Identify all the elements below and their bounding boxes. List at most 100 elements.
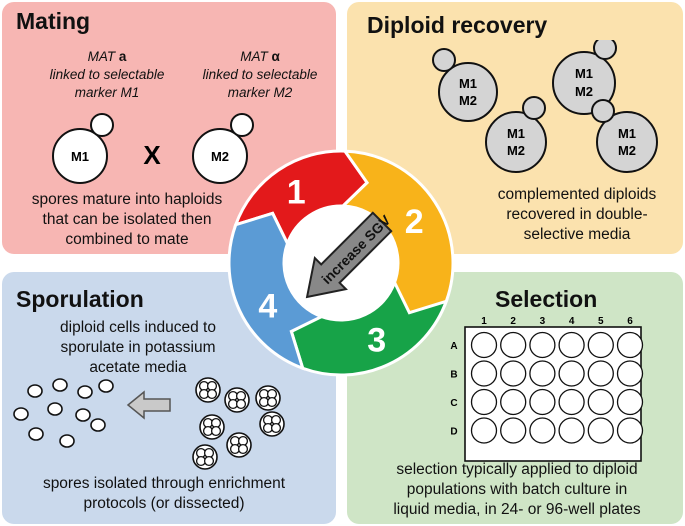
mating-caption-line3: combined to mate (65, 231, 189, 248)
plate-well (529, 360, 556, 387)
plate-well (470, 417, 498, 444)
mat-a-italic: MAT (87, 49, 116, 64)
cycle-step-number-2: 2 (405, 203, 424, 241)
plate-well (529, 417, 556, 444)
plate-well (558, 360, 585, 387)
plate-column-label: 3 (540, 316, 546, 327)
ascus (195, 377, 221, 403)
mat-alpha-line3: marker M2 (227, 85, 293, 100)
plate-well (470, 360, 498, 387)
sporulation-bottom-line1: spores isolated through enrichment (42, 475, 286, 492)
diploid-cells: M1 M2 M1 M2 M1 M2 M1 M2 (432, 40, 658, 173)
sporulation-caption-line1: diploid cells induced to (60, 319, 216, 336)
plate-well (470, 331, 498, 359)
diploid-cell-4-line1: M1 (618, 126, 636, 141)
plate-well (587, 417, 614, 444)
bud-m2 (230, 113, 254, 137)
diploid-caption-line1: complemented diploids (497, 186, 657, 203)
plate-well (529, 388, 556, 416)
mat-alpha-italic: MAT (240, 49, 268, 64)
plate-row-label: D (450, 427, 457, 438)
mating-caption: spores mature into haploids that can be … (2, 190, 252, 250)
plate-well (587, 360, 614, 387)
plate-well (587, 331, 614, 359)
selection-caption-line3: liquid media, in 24- or 96-well plates (393, 501, 641, 518)
selection-caption-line1: selection typically applied to diploid (396, 461, 638, 478)
ascus (255, 385, 281, 411)
mat-alpha-line2: linked to selectable (202, 67, 318, 82)
mating-title: Mating (16, 8, 91, 34)
plate-well (616, 331, 644, 359)
plate-well (616, 388, 644, 416)
diploid-cell-4: M1 M2 (591, 99, 658, 173)
sporulation-illustration (13, 377, 285, 470)
diploid-title: Diploid recovery (367, 12, 548, 38)
mating-caption-line2: that can be isolated then (42, 211, 212, 228)
well-plate: 1 2 3 4 5 6A B C D (450, 316, 644, 462)
sporulation-bottom-line2: protocols (or dissected) (83, 495, 245, 512)
sporulation-caption-line3: acetate media (89, 359, 187, 376)
cycle-step-number-3: 3 (367, 322, 386, 360)
diploid-cell-3-line2: M2 (507, 143, 525, 158)
plate-row-label: B (450, 370, 457, 381)
spore-cluster (13, 378, 114, 448)
diploid-cell-3-line1: M1 (507, 126, 525, 141)
plate-well (500, 331, 527, 359)
plate-well (500, 388, 527, 416)
diploid-cell-1-line2: M2 (459, 93, 477, 108)
plate-well (558, 388, 585, 416)
mat-a-line2: linked to selectable (49, 67, 165, 82)
plate-column-label: 5 (598, 316, 604, 327)
plate-column-label: 6 (627, 316, 633, 327)
cycle-step-number-1: 1 (287, 173, 306, 211)
plate-column-label: 1 (481, 316, 487, 327)
cycle-step-number-4: 4 (258, 287, 277, 325)
cell-m2-label: M2 (211, 149, 229, 164)
mat-a-label: MAT a linked to selectable marker M1 (42, 48, 172, 102)
plate-column-label: 2 (510, 316, 516, 327)
haploid-cell-m2 (192, 128, 248, 184)
cell-m1-label: M1 (71, 149, 89, 164)
plate-well (470, 388, 498, 416)
plate-well (558, 417, 585, 444)
mat-alpha-symbol: α (271, 49, 280, 64)
diploid-cell-2: M1 M2 (552, 40, 617, 115)
cross-symbol: X (143, 140, 161, 170)
diploid-caption-line3: selective media (523, 226, 631, 243)
plate-well (500, 417, 527, 444)
cycle-segments: 1 2 3 4 (227, 149, 455, 377)
ascus (224, 387, 250, 413)
mat-a-line3: marker M1 (74, 85, 140, 100)
bud-m1 (90, 113, 114, 137)
diploid-cell-1-line1: M1 (459, 76, 477, 91)
diploid-caption-line2: recovered in double- (506, 206, 648, 223)
selection-caption-line2: populations with batch culture in (406, 481, 628, 498)
sporulation-title: Sporulation (16, 286, 144, 312)
mat-a-bold: a (118, 49, 127, 64)
mating-cells: M1 X M2 (52, 113, 254, 184)
diploid-cell-2-line2: M2 (575, 84, 593, 99)
plate-row-label: A (450, 341, 457, 352)
sporulation-caption-line2: sporulate in potassium (60, 339, 216, 356)
ascus (192, 444, 218, 470)
diploid-cell-2-line1: M1 (575, 66, 593, 81)
asci-group (192, 377, 285, 470)
plate-row-label: C (450, 398, 457, 409)
ascus (226, 432, 252, 458)
plate-well (529, 331, 556, 359)
left-arrow-icon (126, 390, 171, 420)
haploid-cell-m1 (52, 128, 108, 184)
mating-panel: Mating MAT a linked to selectable marker… (2, 2, 336, 254)
diploid-caption: complemented diploids recovered in doubl… (477, 185, 677, 245)
diploid-cell-4-line2: M2 (618, 143, 636, 158)
plate-well (500, 360, 527, 387)
sporulation-caption: diploid cells induced to sporulate in po… (28, 318, 248, 378)
mat-alpha-label: MAT α linked to selectable marker M2 (195, 48, 325, 102)
diploid-cell-3: M1 M2 (485, 96, 547, 173)
plate-well (587, 388, 614, 416)
plate-well (616, 417, 644, 444)
selection-title: Selection (495, 286, 598, 312)
plate-column-label: 4 (569, 316, 575, 327)
